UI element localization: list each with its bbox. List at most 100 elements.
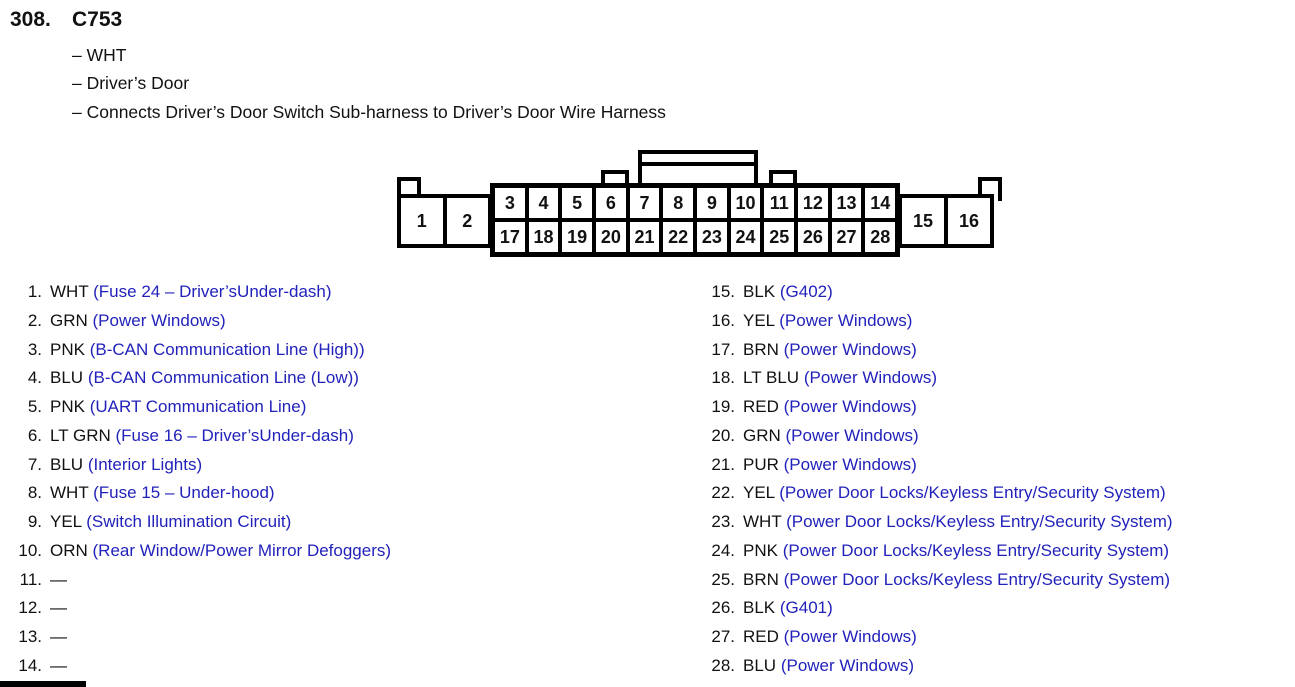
wire-color-code: BRN bbox=[743, 569, 779, 589]
pin-cell-18: 18 bbox=[528, 222, 559, 252]
wire-color-code: BLU bbox=[743, 655, 777, 675]
pin-number: 12. bbox=[18, 598, 42, 618]
pin-cell-15: 15 bbox=[902, 198, 944, 244]
pin-cell-22: 22 bbox=[663, 222, 694, 252]
pin-number: 10. bbox=[18, 540, 42, 560]
pin-description: BLU (Interior Lights) bbox=[50, 451, 202, 480]
pin-number: 4. bbox=[27, 368, 42, 388]
pin-number: 5. bbox=[27, 397, 42, 417]
circuit-description: (Fuse 16 – Driver’sUnder-dash) bbox=[115, 425, 354, 445]
pin-list-left: 1.WHT (Fuse 24 – Driver’sUnder-dash) 2. GR… bbox=[8, 278, 678, 681]
pin-description: BRN (Power Windows) bbox=[743, 336, 917, 365]
pin-description: ORN (Rear Window/Power Mirror Defoggers) bbox=[50, 537, 391, 566]
pin-row: 11.— bbox=[8, 566, 678, 595]
circuit-description: (Power Door Locks/Keyless Entry/Security… bbox=[782, 540, 1170, 560]
pin-description: BLK (G401) bbox=[743, 594, 833, 623]
pin-number: 14. bbox=[18, 655, 42, 675]
pin-row: 28. BLU (Power Windows) bbox=[701, 652, 1291, 681]
pin-row: 14.— bbox=[8, 652, 678, 681]
circuit-description: (Power Windows) bbox=[783, 627, 917, 647]
wire-color-code: BLU bbox=[50, 368, 84, 388]
pin-description: WHT (Power Door Locks/Keyless Entry/Secu… bbox=[743, 508, 1173, 537]
wire-color-code: — bbox=[50, 598, 67, 618]
section-header: 308. C753 bbox=[10, 8, 122, 32]
pin-number: 28. bbox=[711, 655, 735, 675]
pin-cell-7: 7 bbox=[629, 188, 660, 218]
pin-number: 15. bbox=[711, 282, 735, 301]
wire-color-code: LT GRN bbox=[50, 425, 111, 445]
pin-row: 25.BRN (Power Door Locks/Keyless Entry/S… bbox=[701, 566, 1291, 595]
circuit-description: (Fuse 24 – Driver’sUnder-dash) bbox=[93, 282, 332, 301]
pin-row: 19. RED (Power Windows) bbox=[701, 393, 1291, 422]
pin-row: 3.PNK (B-CAN Communication Line (High)) bbox=[8, 336, 678, 365]
circuit-description: (Power Windows) bbox=[783, 397, 917, 417]
pin-row: 10. ORN (Rear Window/Power Mirror Defogge… bbox=[8, 537, 678, 566]
circuit-description: (Rear Window/Power Mirror Defoggers) bbox=[92, 540, 392, 560]
pin-row: 13. — bbox=[8, 623, 678, 652]
connector-details: – WHT – Driver’s Door – Connects Driver’… bbox=[72, 41, 666, 126]
pin-cell-8: 8 bbox=[663, 188, 694, 218]
pin-number: 2. bbox=[27, 310, 42, 330]
pin-row: 27.RED (Power Windows) bbox=[701, 623, 1291, 652]
pin-row: 1.WHT (Fuse 24 – Driver’sUnder-dash) bbox=[8, 278, 678, 307]
wire-color-code: RED bbox=[743, 397, 779, 417]
wire-color-code: — bbox=[50, 627, 67, 647]
pin-number: 19. bbox=[711, 397, 735, 417]
pin-row: 17.BRN (Power Windows) bbox=[701, 336, 1291, 365]
pin-row: 6. LT GRN (Fuse 16 – Driver’sUnder-dash) bbox=[8, 422, 678, 451]
circuit-description: (Interior Lights) bbox=[87, 454, 203, 474]
pin-number: 9. bbox=[27, 512, 42, 532]
pin-row: 5. PNK (UART Communication Line) bbox=[8, 393, 678, 422]
pin-description: YEL (Power Door Locks/Keyless Entry/Secu… bbox=[743, 479, 1166, 508]
pin-row: 4.BLU (B-CAN Communication Line (Low)) bbox=[8, 364, 678, 393]
wire-color-code: WHT bbox=[50, 282, 89, 301]
wire-color-code: BLU bbox=[50, 454, 84, 474]
pin-cell-5: 5 bbox=[562, 188, 593, 218]
wire-color-code: YEL bbox=[743, 483, 775, 503]
pin-number: 6. bbox=[27, 425, 42, 445]
wire-color-code: PNK bbox=[50, 339, 85, 359]
pin-cell-26: 26 bbox=[798, 222, 828, 252]
latch-tab-line bbox=[642, 162, 754, 166]
circuit-description: (G402) bbox=[779, 282, 833, 301]
pin-row: 8.WHT (Fuse 15 – Under-hood) bbox=[8, 479, 678, 508]
pin-row: 9.YEL (Switch Illumination Circuit) bbox=[8, 508, 678, 537]
pin-number: 7. bbox=[27, 454, 42, 474]
wire-color-code: RED bbox=[743, 627, 779, 647]
pin-row: 24.PNK (Power Door Locks/Keyless Entry/S… bbox=[701, 537, 1291, 566]
pin-cell-9: 9 bbox=[697, 188, 727, 218]
pin-row: 26. BLK (G401) bbox=[701, 594, 1291, 623]
wire-color-code: PNK bbox=[50, 397, 85, 417]
pin-cell-1: 1 bbox=[401, 198, 443, 244]
pin-number: 13. bbox=[18, 627, 42, 647]
pin-cell-6: 6 bbox=[596, 188, 626, 218]
pin-row: 2. GRN (Power Windows) bbox=[8, 307, 678, 336]
connector-id: C753 bbox=[72, 8, 123, 31]
pin-row: 22.YEL (Power Door Locks/Keyless Entry/S… bbox=[701, 479, 1291, 508]
pin-cell-2: 2 bbox=[446, 198, 488, 244]
wire-color-code: WHT bbox=[743, 512, 782, 532]
pin-row: 23. WHT (Power Door Locks/Keyless Entry/S… bbox=[701, 508, 1291, 537]
pin-description: GRN (Power Windows) bbox=[743, 422, 919, 451]
circuit-description: (Power Windows) bbox=[783, 339, 917, 359]
pin-cell-19: 19 bbox=[562, 222, 593, 252]
pin-cell-25: 25 bbox=[764, 222, 795, 252]
pin-number: 18. bbox=[711, 368, 735, 388]
pin-description: GRN (Power Windows) bbox=[50, 307, 226, 336]
pin-description: — bbox=[50, 594, 67, 623]
pin-number: 26. bbox=[711, 598, 735, 618]
pin-row: 21.PUR (Power Windows) bbox=[701, 451, 1291, 480]
pin-description: — bbox=[50, 566, 67, 595]
circuit-description: (Power Windows) bbox=[780, 655, 915, 675]
pin-number: 20. bbox=[711, 425, 735, 445]
detail-line-function: – Connects Driver’s Door Switch Sub-harn… bbox=[72, 101, 666, 122]
pin-cell-16: 16 bbox=[948, 198, 990, 244]
page-footer-bar bbox=[0, 681, 86, 687]
pin-description: RED (Power Windows) bbox=[743, 623, 917, 652]
pin-number: 16. bbox=[711, 310, 735, 330]
circuit-description: (UART Communication Line) bbox=[89, 397, 307, 417]
pin-description: LT GRN (Fuse 16 – Driver’sUnder-dash) bbox=[50, 422, 354, 451]
pin-number: 23. bbox=[711, 512, 735, 532]
